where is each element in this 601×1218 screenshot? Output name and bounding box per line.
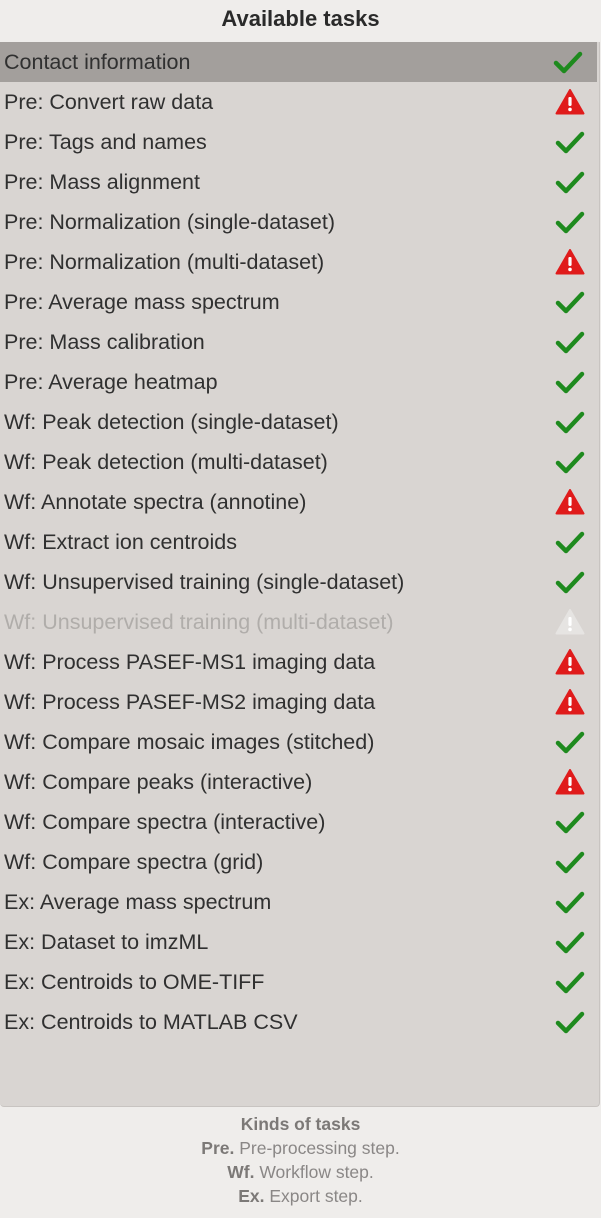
task-item[interactable]: Wf: Extract ion centroids <box>0 522 599 562</box>
warning-triangle-icon <box>555 489 585 515</box>
warning-triangle-icon <box>555 249 585 275</box>
task-item[interactable]: Ex: Centroids to OME-TIFF <box>0 962 599 1002</box>
checkmark-icon <box>555 331 585 354</box>
task-label: Wf: Peak detection (single-dataset) <box>4 409 339 434</box>
checkmark-icon <box>555 171 585 194</box>
warning-triangle-icon <box>555 649 585 675</box>
checkmark-icon <box>555 451 585 474</box>
task-item[interactable]: Wf: Compare spectra (grid) <box>0 842 599 882</box>
checkmark-icon <box>555 531 585 554</box>
task-item[interactable]: Pre: Tags and names <box>0 122 599 162</box>
task-item[interactable]: Pre: Average heatmap <box>0 362 599 402</box>
task-item[interactable]: Pre: Mass calibration <box>0 322 599 362</box>
task-item[interactable]: Pre: Normalization (single-dataset) <box>0 202 599 242</box>
task-item[interactable]: Ex: Dataset to imzML <box>0 922 599 962</box>
task-item[interactable]: Pre: Average mass spectrum <box>0 282 599 322</box>
task-item[interactable]: Wf: Compare mosaic images (stitched) <box>0 722 599 762</box>
task-label: Wf: Peak detection (multi-dataset) <box>4 449 328 474</box>
task-label: Ex: Dataset to imzML <box>4 929 209 954</box>
legend-wf: Wf. Workflow step. <box>0 1160 601 1184</box>
task-label: Pre: Average heatmap <box>4 369 218 394</box>
task-item[interactable]: Pre: Convert raw data <box>0 82 599 122</box>
task-item[interactable]: Wf: Annotate spectra (annotine) <box>0 482 599 522</box>
task-label: Wf: Process PASEF-MS2 imaging data <box>4 689 376 714</box>
checkmark-icon <box>555 211 585 234</box>
task-item[interactable]: Contact information <box>0 42 597 82</box>
task-label: Wf: Process PASEF-MS1 imaging data <box>4 649 376 674</box>
task-label: Wf: Compare mosaic images (stitched) <box>4 729 375 754</box>
checkmark-icon <box>555 1011 585 1034</box>
panel-title: Available tasks <box>221 6 380 31</box>
checkmark-icon <box>555 931 585 954</box>
task-item[interactable]: Ex: Centroids to MATLAB CSV <box>0 1002 599 1042</box>
task-label: Wf: Annotate spectra (annotine) <box>4 489 307 514</box>
legend-pre: Pre. Pre-processing step. <box>0 1136 601 1160</box>
legend-pre-text: Pre-processing step. <box>239 1138 400 1158</box>
task-label: Wf: Extract ion centroids <box>4 529 237 554</box>
task-item[interactable]: Pre: Normalization (multi-dataset) <box>0 242 599 282</box>
legend-ex: Ex. Export step. <box>0 1184 601 1208</box>
task-label: Wf: Compare spectra (grid) <box>4 849 264 874</box>
task-label: Ex: Centroids to OME-TIFF <box>4 969 265 994</box>
task-item[interactable]: Wf: Process PASEF-MS2 imaging data <box>0 682 599 722</box>
task-item[interactable]: Wf: Unsupervised training (single-datase… <box>0 562 599 602</box>
task-item[interactable]: Pre: Mass alignment <box>0 162 599 202</box>
checkmark-icon <box>555 851 585 874</box>
checkmark-icon <box>555 571 585 594</box>
warning-triangle-icon <box>555 89 585 115</box>
legend-ex-text: Export step. <box>269 1186 363 1206</box>
checkmark-icon <box>555 811 585 834</box>
task-item[interactable]: Wf: Compare peaks (interactive) <box>0 762 599 802</box>
legend-pre-key: Pre. <box>201 1138 235 1158</box>
task-item[interactable]: Wf: Compare spectra (interactive) <box>0 802 599 842</box>
checkmark-icon <box>553 51 583 74</box>
warning-triangle-icon <box>555 689 585 715</box>
task-item[interactable]: Wf: Process PASEF-MS1 imaging data <box>0 642 599 682</box>
checkmark-icon <box>555 411 585 434</box>
task-label: Pre: Average mass spectrum <box>4 289 280 314</box>
task-label: Ex: Centroids to MATLAB CSV <box>4 1009 298 1034</box>
warning-triangle-icon <box>555 609 585 635</box>
warning-triangle-icon <box>555 769 585 795</box>
legend-heading: Kinds of tasks <box>240 1114 361 1134</box>
task-label: Pre: Mass calibration <box>4 329 205 354</box>
task-label: Ex: Average mass spectrum <box>4 889 272 914</box>
task-label: Wf: Unsupervised training (single-datase… <box>4 569 405 594</box>
task-item[interactable]: Wf: Peak detection (single-dataset) <box>0 402 599 442</box>
legend-ex-key: Ex. <box>238 1186 265 1206</box>
task-label: Pre: Normalization (single-dataset) <box>4 209 335 234</box>
task-label: Wf: Unsupervised training (multi-dataset… <box>4 609 394 634</box>
checkmark-icon <box>555 731 585 754</box>
task-label: Contact information <box>4 49 191 74</box>
legend-wf-key: Wf. <box>227 1162 255 1182</box>
task-label: Wf: Compare spectra (interactive) <box>4 809 326 834</box>
task-label: Pre: Normalization (multi-dataset) <box>4 249 325 274</box>
checkmark-icon <box>555 131 585 154</box>
checkmark-icon <box>555 971 585 994</box>
legend: Kinds of tasks Pre. Pre-processing step.… <box>0 1112 601 1208</box>
checkmark-icon <box>555 371 585 394</box>
task-item[interactable]: Wf: Peak detection (multi-dataset) <box>0 442 599 482</box>
task-item: Wf: Unsupervised training (multi-dataset… <box>0 602 599 642</box>
task-label: Pre: Convert raw data <box>4 89 214 114</box>
task-label: Pre: Mass alignment <box>4 169 200 194</box>
checkmark-icon <box>555 291 585 314</box>
task-label: Pre: Tags and names <box>4 129 207 154</box>
checkmark-icon <box>555 891 585 914</box>
task-item[interactable]: Ex: Average mass spectrum <box>0 882 599 922</box>
task-label: Wf: Compare peaks (interactive) <box>4 769 313 794</box>
legend-wf-text: Workflow step. <box>259 1162 374 1182</box>
